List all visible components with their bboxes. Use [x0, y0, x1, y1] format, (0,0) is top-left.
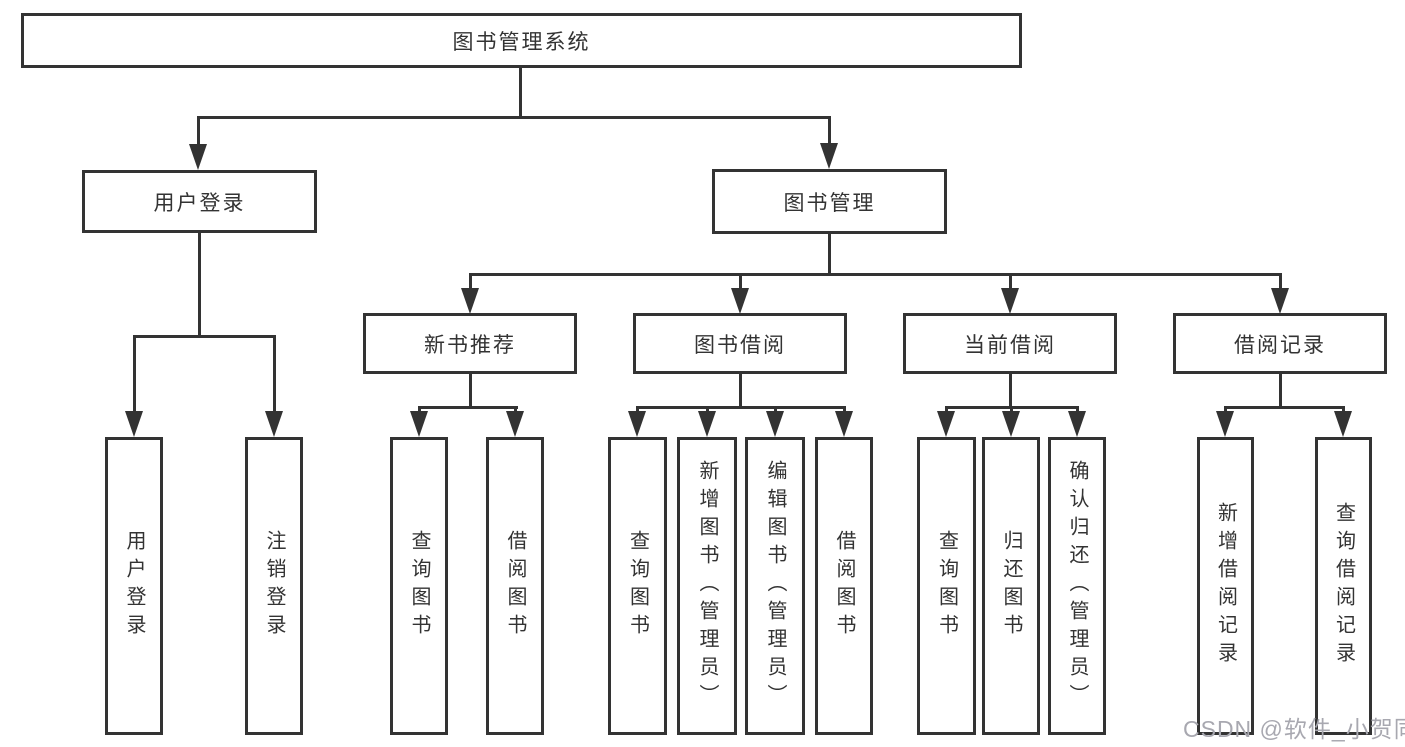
- leaf-user-login: 用户登录: [105, 437, 163, 735]
- leaf-query-books-recommend: 查询图书: [390, 437, 448, 735]
- connector-line: [133, 335, 136, 415]
- leaf-query-books-current: 查询图书: [917, 437, 976, 735]
- node-borrow-records: 借阅记录: [1173, 313, 1387, 374]
- leaf-borrow-books-recommend: 借阅图书: [486, 437, 544, 735]
- connector-line: [469, 373, 472, 408]
- arrowhead-icon: [265, 411, 283, 437]
- connector-line: [1342, 406, 1345, 415]
- connector-line: [828, 233, 831, 275]
- connector-line: [418, 406, 518, 409]
- arrowhead-icon: [1216, 411, 1234, 437]
- connector-line: [1279, 373, 1282, 407]
- leaf-logout: 注销登录: [245, 437, 303, 735]
- arrowhead-icon: [937, 411, 955, 437]
- leaf-query-books-current-label: 查询图书: [935, 530, 958, 642]
- connector-line: [636, 406, 639, 415]
- connector-line: [273, 335, 276, 415]
- leaf-add-books-admin-label: 新增图书（管理员）: [696, 460, 718, 712]
- connector-line: [469, 273, 1282, 276]
- node-current-borrow: 当前借阅: [903, 313, 1117, 374]
- node-book-borrow: 图书借阅: [633, 313, 847, 374]
- arrowhead-icon: [628, 411, 646, 437]
- connector-line: [739, 373, 742, 408]
- leaf-query-borrow-record: 查询借阅记录: [1315, 437, 1372, 735]
- leaf-logout-label: 注销登录: [263, 530, 285, 642]
- arrowhead-icon: [1002, 411, 1020, 437]
- arrowhead-icon: [766, 411, 784, 437]
- leaf-add-borrow-record: 新增借阅记录: [1197, 437, 1254, 735]
- arrowhead-icon: [189, 144, 207, 170]
- connector-line: [1224, 406, 1345, 409]
- leaf-user-login-label: 用户登录: [123, 530, 145, 642]
- leaf-add-books-admin: 新增图书（管理员）: [677, 437, 737, 735]
- connector-line: [519, 68, 522, 117]
- leaf-edit-books-admin-label: 编辑图书（管理员）: [764, 460, 786, 712]
- connector-line: [1076, 406, 1079, 415]
- node-new-book-recommend-label: 新书推荐: [424, 333, 516, 357]
- arrowhead-icon: [1334, 411, 1352, 437]
- connector-line: [739, 273, 742, 290]
- arrowhead-icon: [698, 411, 716, 437]
- node-current-borrow-label: 当前借阅: [964, 333, 1056, 357]
- node-new-book-recommend: 新书推荐: [363, 313, 577, 374]
- leaf-query-borrow-record-label: 查询借阅记录: [1332, 502, 1355, 670]
- arrowhead-icon: [1001, 288, 1019, 314]
- arrowhead-icon: [410, 411, 428, 437]
- arrowhead-icon: [820, 143, 838, 169]
- leaf-edit-books-admin: 编辑图书（管理员）: [745, 437, 805, 735]
- connector-line: [418, 406, 421, 415]
- connector-line: [828, 116, 831, 147]
- leaf-query-books-borrow: 查询图书: [608, 437, 667, 735]
- connector-line: [945, 406, 948, 415]
- node-user-login: 用户登录: [82, 170, 317, 233]
- arrowhead-icon: [835, 411, 853, 437]
- node-root-label: 图书管理系统: [452, 30, 591, 54]
- connector-line: [469, 273, 472, 290]
- connector-line: [1009, 273, 1012, 290]
- leaf-add-borrow-record-label: 新增借阅记录: [1214, 502, 1237, 670]
- node-book-management: 图书管理: [712, 169, 947, 234]
- connector-line: [198, 232, 201, 337]
- arrowhead-icon: [1068, 411, 1086, 437]
- arrowhead-icon: [125, 411, 143, 437]
- connector-line: [843, 406, 846, 415]
- arrowhead-icon: [731, 288, 749, 314]
- connector-line: [514, 406, 517, 415]
- connector-line: [197, 116, 831, 119]
- leaf-borrow-books-recommend-label: 借阅图书: [504, 530, 526, 642]
- leaf-borrow-books-label: 借阅图书: [833, 530, 855, 642]
- leaf-return-books-label: 归还图书: [1000, 530, 1022, 642]
- node-book-borrow-label: 图书借阅: [694, 333, 786, 357]
- connector-line: [133, 335, 276, 338]
- leaf-confirm-return-admin-label: 确认归还（管理员）: [1066, 460, 1088, 712]
- leaf-query-books-borrow-label: 查询图书: [626, 530, 649, 642]
- node-user-login-label: 用户登录: [153, 191, 246, 215]
- connector-line: [1010, 406, 1013, 415]
- leaf-query-books-recommend-label: 查询图书: [408, 530, 430, 642]
- arrowhead-icon: [506, 411, 524, 437]
- leaf-confirm-return-admin: 确认归还（管理员）: [1048, 437, 1106, 735]
- connector-line: [1224, 406, 1227, 415]
- arrowhead-icon: [1271, 288, 1289, 314]
- connector-line: [197, 116, 200, 148]
- node-borrow-records-label: 借阅记录: [1234, 333, 1326, 357]
- leaf-return-books: 归还图书: [982, 437, 1040, 735]
- leaf-borrow-books: 借阅图书: [815, 437, 873, 735]
- connector-line: [774, 406, 777, 415]
- connector-line: [706, 406, 709, 415]
- node-book-management-label: 图书管理: [783, 191, 876, 215]
- node-root: 图书管理系统: [21, 13, 1022, 68]
- connector-line: [1009, 373, 1012, 408]
- connector-line: [636, 406, 846, 409]
- connector-line: [1279, 273, 1282, 290]
- arrowhead-icon: [461, 288, 479, 314]
